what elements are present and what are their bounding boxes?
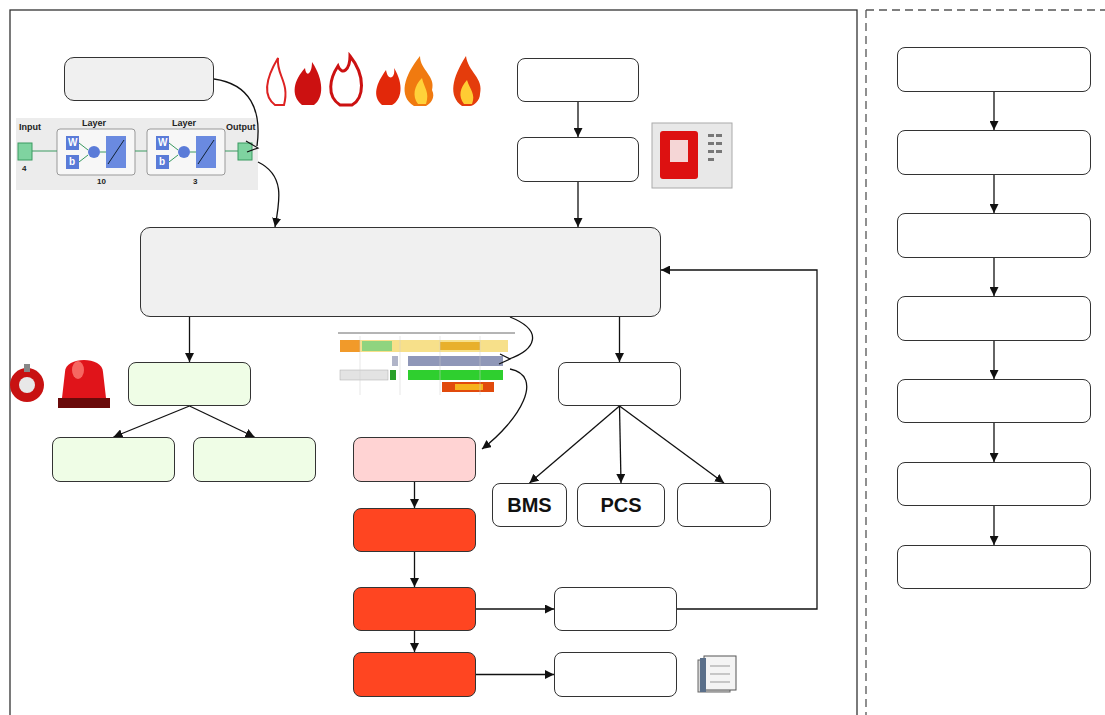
connector-arrow	[476, 608, 554, 609]
neural-net-figure	[16, 118, 258, 190]
connector-arrow	[414, 482, 415, 508]
connector-arrow	[993, 506, 994, 545]
process-box	[554, 652, 677, 697]
figure-label: b	[159, 157, 165, 167]
process-box	[353, 587, 476, 631]
connector-arrow	[414, 552, 415, 587]
figure-label: Input	[19, 123, 41, 132]
arrow-head	[246, 141, 258, 152]
process-box	[353, 652, 476, 697]
process-box	[140, 227, 661, 317]
connector-arrow	[993, 423, 994, 462]
connector-arrow	[993, 341, 994, 379]
box-label: BMS	[507, 494, 551, 517]
alarm-panel-icon	[652, 123, 732, 188]
process-box	[897, 462, 1091, 506]
connector-arrow	[482, 317, 533, 449]
process-box	[897, 296, 1091, 341]
connector-arrow	[190, 406, 255, 437]
panel-border	[10, 10, 857, 715]
process-box	[64, 57, 214, 101]
connector-arrow	[476, 674, 554, 675]
figure-label: b	[69, 157, 75, 167]
figure-label: W	[68, 138, 77, 148]
connector-arrow	[620, 406, 622, 483]
process-box	[517, 137, 639, 182]
box-label: PCS	[600, 494, 641, 517]
figure-label: Layer	[172, 119, 196, 128]
connector-arrow	[530, 406, 620, 483]
connector-arrow	[577, 102, 578, 137]
process-box	[128, 362, 251, 406]
connector-arrow	[414, 631, 415, 652]
dashed-border	[866, 9, 1105, 10]
process-box	[897, 379, 1091, 423]
process-box: PCS	[577, 483, 665, 527]
process-box: BMS	[492, 483, 567, 527]
process-box	[353, 508, 476, 552]
connector-arrow	[620, 406, 725, 483]
dashed-border	[865, 10, 866, 715]
process-box	[897, 47, 1091, 92]
figure-label: W	[158, 138, 167, 148]
figure-label: 3	[193, 178, 197, 186]
figure-label: Layer	[82, 119, 106, 128]
process-box	[517, 58, 639, 102]
process-box	[677, 483, 771, 527]
connector-arrow	[189, 317, 190, 362]
process-box	[193, 437, 316, 482]
document-icon	[698, 656, 736, 692]
connector-arrow	[661, 270, 817, 609]
figure-label: 4	[22, 165, 26, 173]
process-box	[52, 437, 175, 482]
connector-arrow	[993, 175, 994, 213]
process-box	[554, 587, 677, 631]
connector-arrow	[114, 406, 190, 437]
timeline-chart	[338, 333, 515, 395]
arrow-head	[499, 354, 510, 364]
process-box	[897, 130, 1091, 175]
figure-label: Output	[226, 123, 256, 132]
flame-icons	[267, 56, 481, 106]
connector-arrow	[577, 182, 578, 227]
connector-arrow	[214, 79, 279, 227]
process-box	[897, 545, 1091, 589]
process-box	[897, 213, 1091, 258]
figure-label: 10	[97, 178, 106, 186]
process-box	[353, 437, 476, 482]
process-box	[558, 362, 681, 406]
connector-arrow	[993, 92, 994, 130]
alarm-bell-beacon-icons	[10, 360, 110, 408]
connector-arrow	[993, 258, 994, 296]
connector-arrow	[619, 317, 620, 362]
